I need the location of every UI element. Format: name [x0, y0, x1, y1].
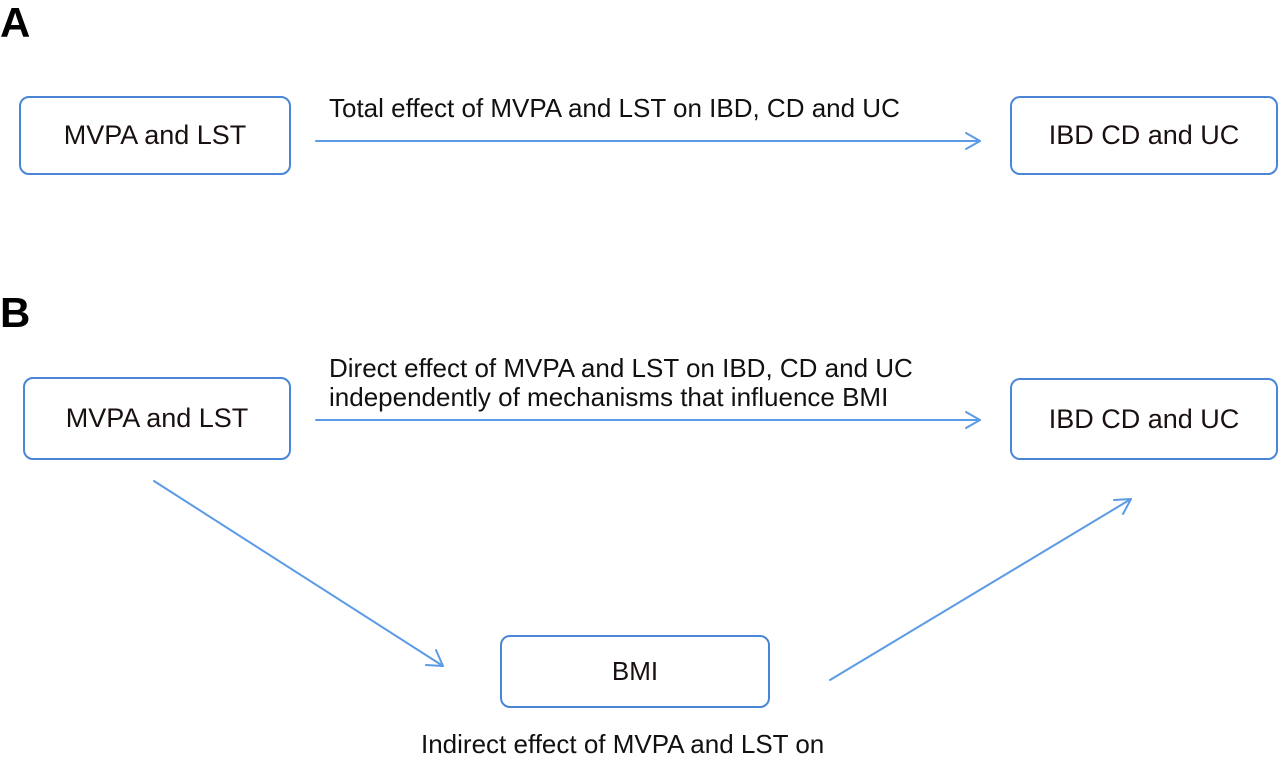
a-source-node: MVPA and LST [19, 96, 291, 175]
b-source-label: MVPA and LST [65, 403, 249, 433]
a-target-label: IBD CD and UC [1048, 120, 1240, 150]
a-total-effect-label: Total effect of MVPA and LST on IBD, CD … [329, 93, 900, 123]
b-target-label: IBD CD and UC [1048, 403, 1240, 434]
panel-b-label: B [0, 289, 31, 336]
a-source-label: MVPA and LST [63, 120, 247, 150]
panel-a-label: A [0, 0, 31, 46]
b-direct-effect-label-line2: independently of mechanisms that influen… [329, 382, 889, 412]
b-target-node: IBD CD and UC [1010, 378, 1278, 460]
b-indirect-effect-label: Indirect effect of MVPA and LST on [421, 729, 825, 759]
b-direct-effect-arrow [315, 411, 981, 429]
b-direct-effect-label-line1: Direct effect of MVPA and LST on IBD, CD… [329, 353, 913, 383]
a-target-node: IBD CD and UC [1010, 96, 1278, 175]
b-mediator-label: BMI [611, 656, 659, 686]
b-mediator-to-target-arrow [829, 498, 1132, 681]
a-total-effect-arrow [315, 132, 981, 150]
b-source-to-mediator-arrow [153, 480, 444, 667]
b-mediator-node: BMI [500, 635, 770, 708]
b-source-node: MVPA and LST [23, 377, 291, 460]
